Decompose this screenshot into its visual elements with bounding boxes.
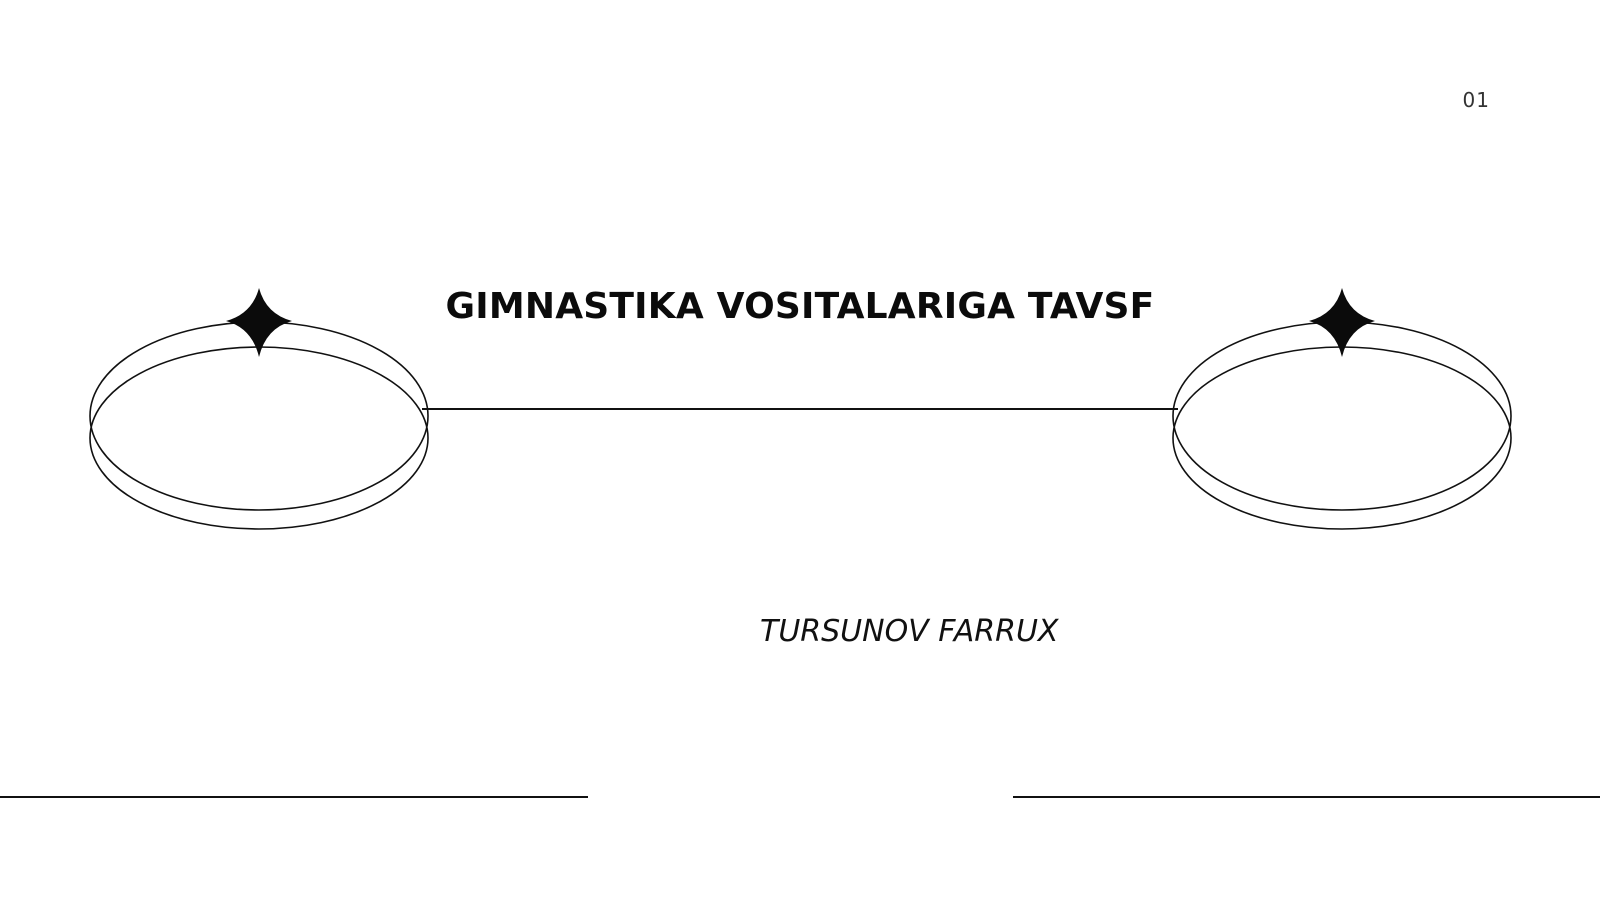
four-point-star-icon: [1309, 288, 1375, 357]
four-point-star-icon: [226, 288, 292, 357]
slide-author: TURSUNOV FARRUX: [760, 614, 1059, 649]
page-number: 01: [1462, 88, 1490, 112]
slide-title: GIMNASTIKA VOSITALARIGA TAVSF: [445, 286, 1155, 327]
